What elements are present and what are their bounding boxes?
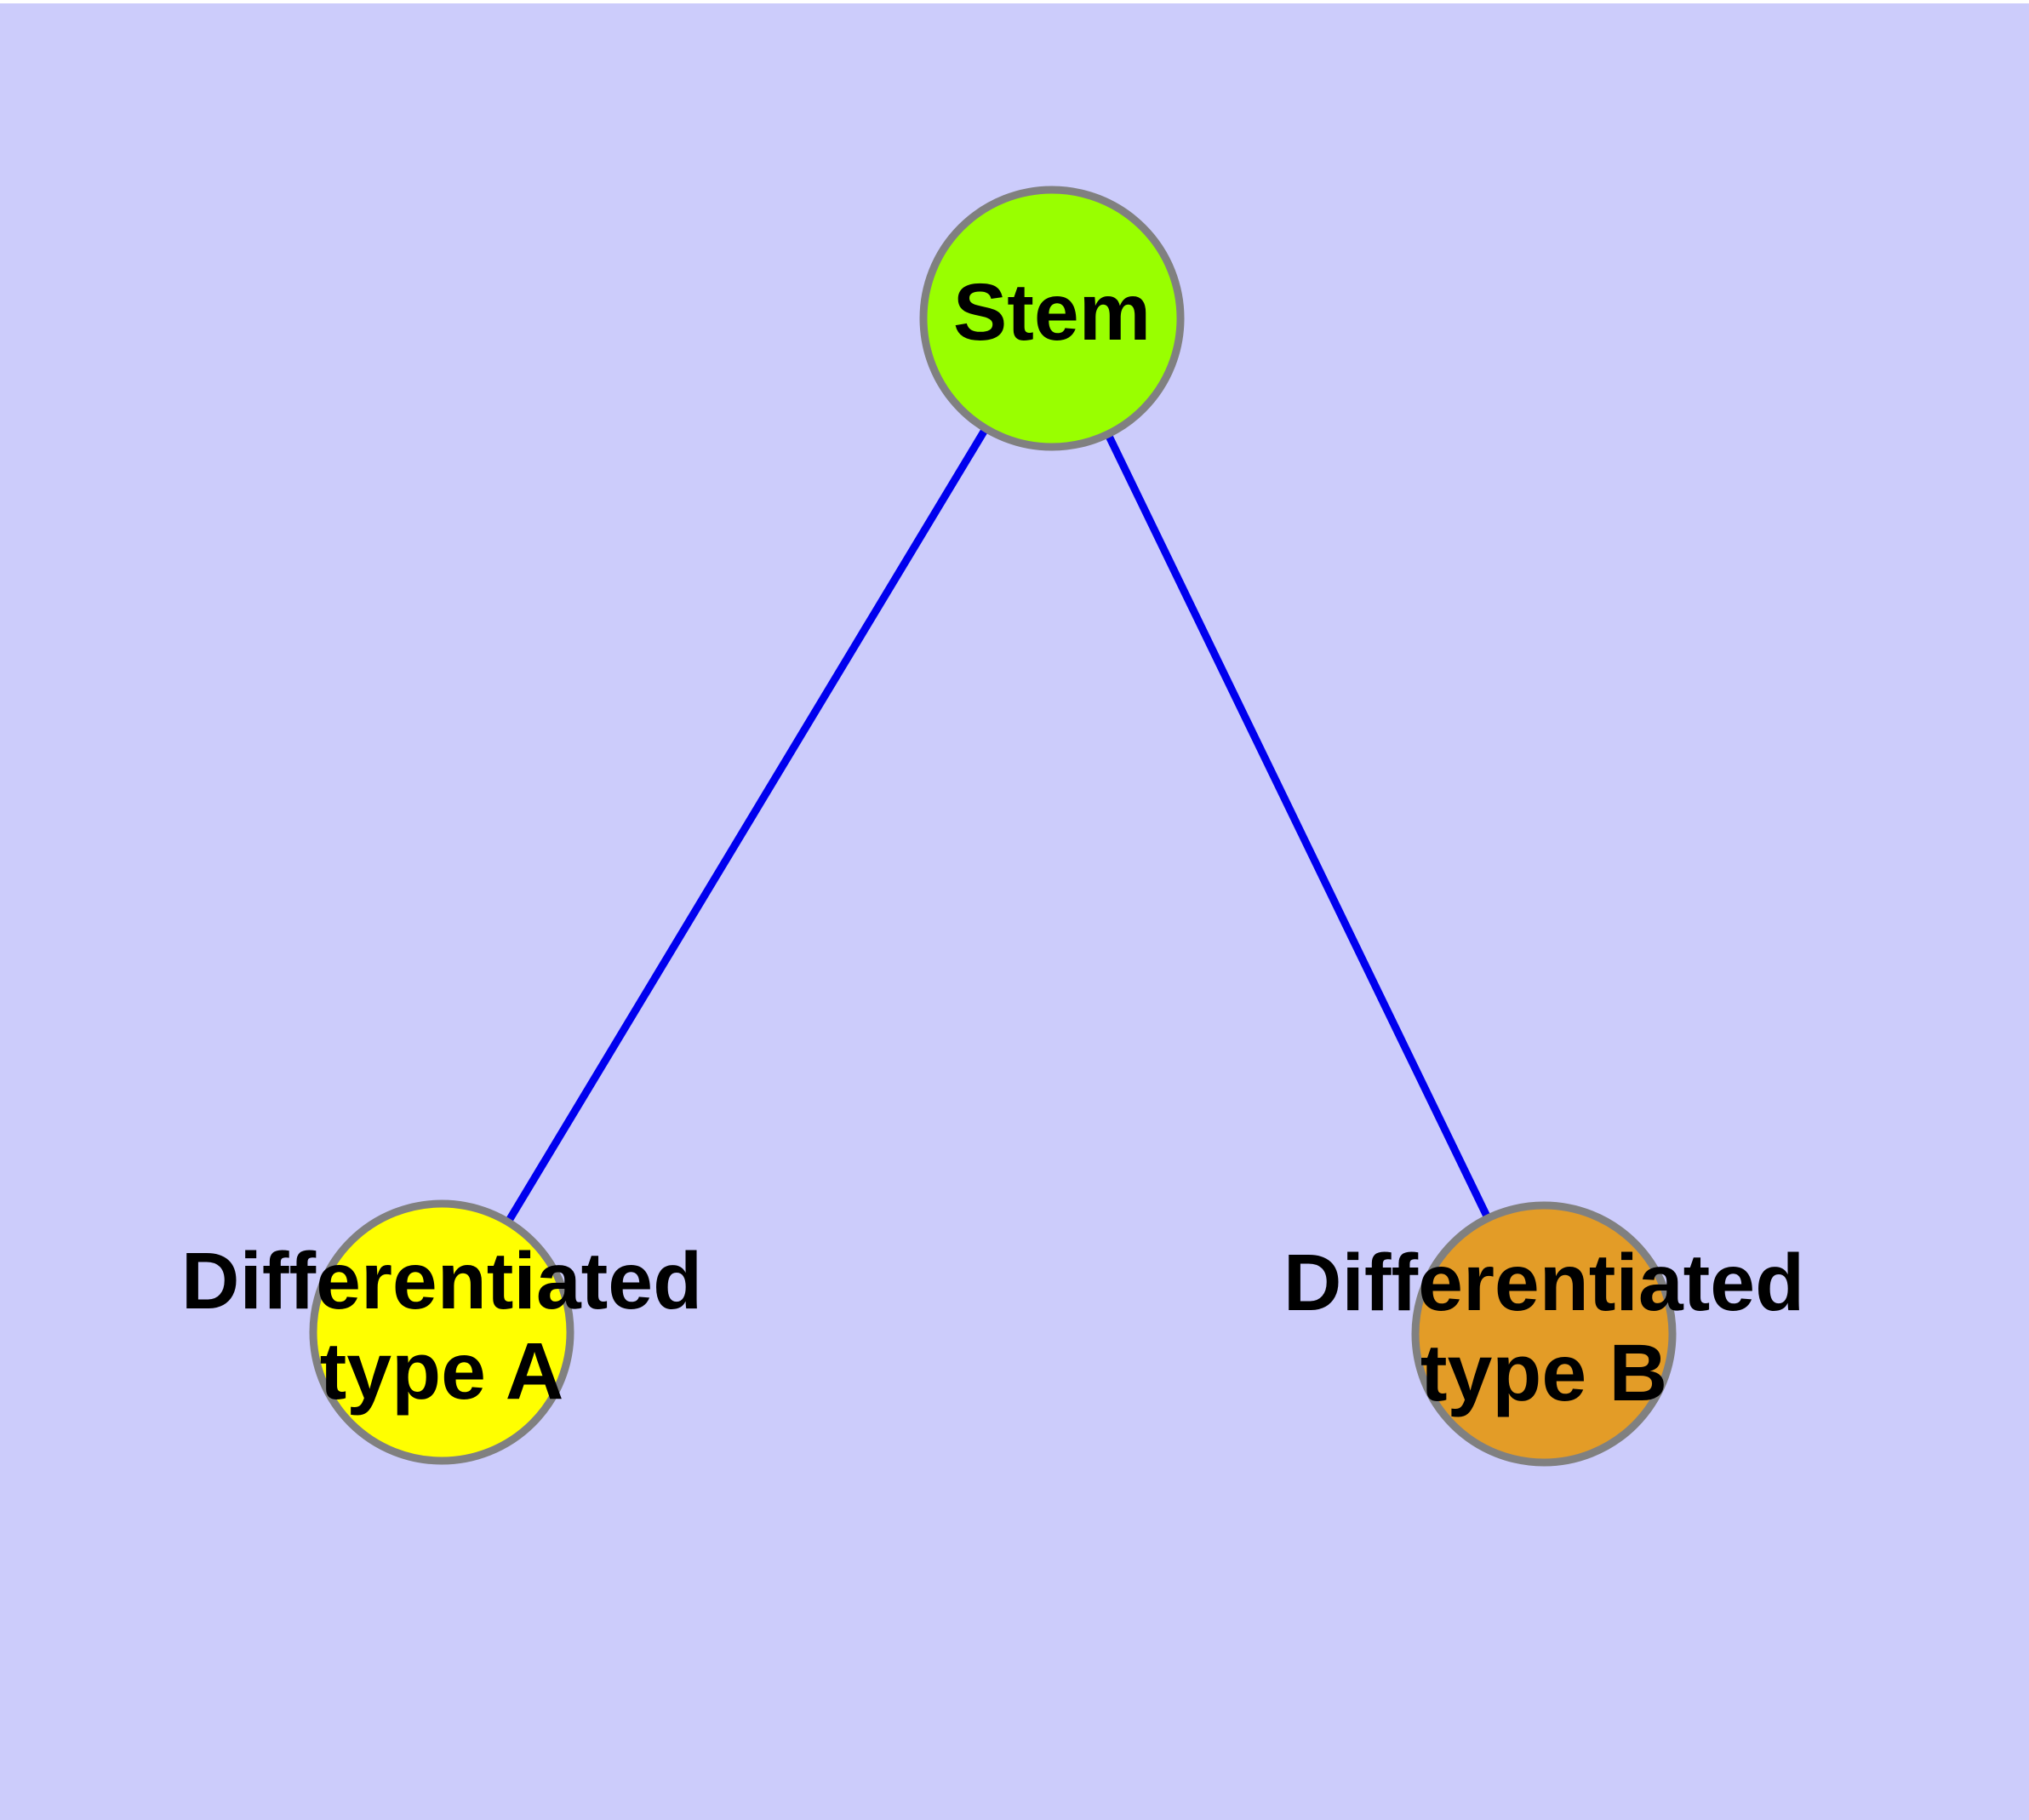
node-differentiated-type-b[interactable] bbox=[1411, 1201, 1677, 1467]
edge-stem-to-differentiated-type-b bbox=[1048, 317, 1548, 1336]
node-differentiated-type-a[interactable] bbox=[309, 1199, 574, 1465]
nodes-layer bbox=[309, 186, 1677, 1467]
edge-stem-to-differentiated-type-a bbox=[438, 316, 1055, 1335]
edges-layer bbox=[438, 316, 1548, 1336]
node-stem[interactable] bbox=[919, 186, 1185, 451]
node-label-stem: Stem bbox=[953, 267, 1151, 358]
